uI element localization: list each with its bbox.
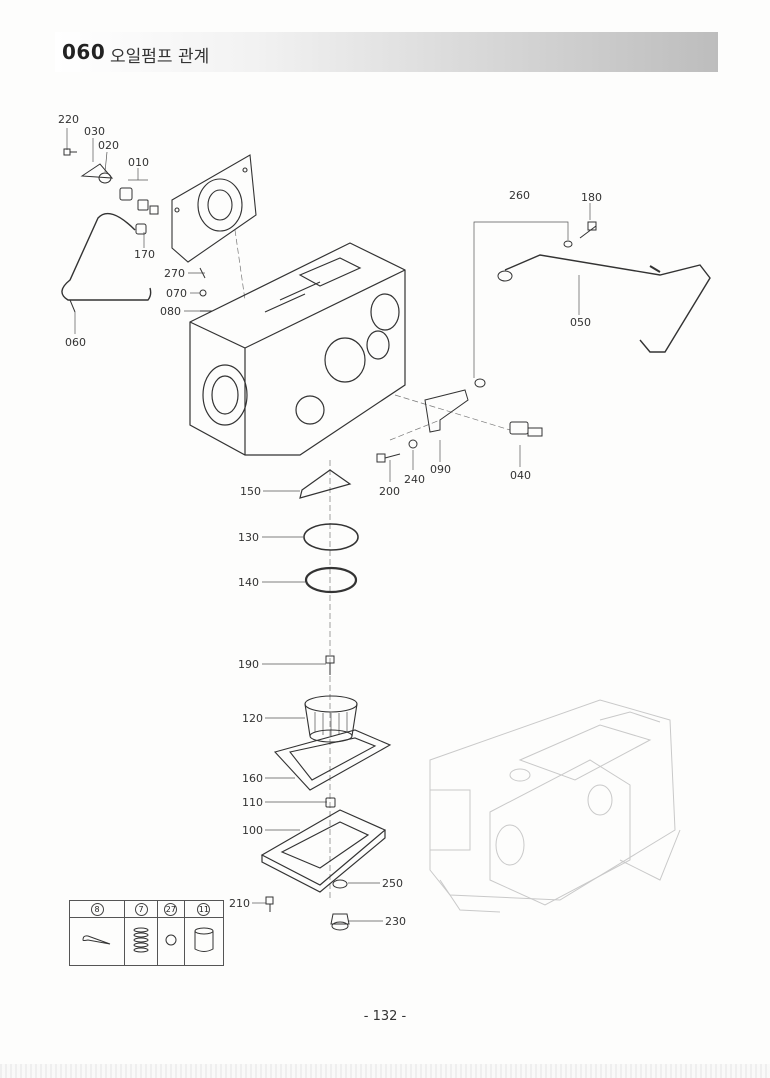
part-label-250: 250 [382,877,403,890]
part-label-120: 120 [242,712,263,725]
part-label-020: 020 [98,139,119,152]
strainer-120 [304,695,358,743]
o-ring-140 [304,566,358,594]
part-label-100: 100 [242,824,263,837]
part-label-090: 090 [430,463,451,476]
gasket-160 [273,729,392,791]
part-label-140: 140 [238,576,259,589]
plug-110 [325,797,336,808]
cover-030 [80,163,114,179]
drain-plug-230 [330,913,350,931]
washer-250 [332,879,348,889]
section-number: 060 [62,40,106,64]
legend-ref: 8 [69,900,125,918]
part-label-050: 050 [570,316,591,329]
scan-artifact-strip [0,1064,770,1078]
nipple-170 [135,223,147,235]
ball-icon [157,917,185,966]
part-label-200: 200 [379,485,400,498]
section-title: 오일펌프 관계 [110,47,210,67]
assembly-axis-lines [234,229,511,900]
spring-icon [124,917,158,966]
engine-overview-faded [429,699,681,913]
cotter-pin-icon [69,917,125,966]
part-label-270: 270 [164,267,185,280]
banjo-fitting [497,270,513,282]
component-legend: 8 7 27 11 [69,900,225,966]
part-label-030: 030 [84,125,105,138]
washer-260 [563,240,573,248]
part-label-260: 260 [509,189,530,202]
o-ring-020 [98,172,112,184]
part-label-150: 150 [240,485,261,498]
washer-240 [408,439,418,449]
fitting-010 [119,187,159,215]
legend-ref: 7 [124,900,158,918]
part-label-210: 210 [229,897,250,910]
bolt-180 [579,221,597,239]
bolt-190 [325,655,335,675]
part-label-040: 040 [510,469,531,482]
oil-pan-100 [260,809,387,893]
front-cover [171,154,257,263]
bolt-210 [265,896,274,912]
legend-ref: 11 [183,900,225,918]
part-label-230: 230 [385,915,406,928]
part-label-070: 070 [166,287,187,300]
leader-lines [66,128,591,922]
small-parts-270-080 [199,267,212,312]
part-label-180: 180 [581,191,602,204]
bracket-090 [424,389,469,433]
bushing-icon [183,917,225,966]
sensor-040 [509,421,543,437]
part-label-010: 010 [128,156,149,169]
part-label-110: 110 [242,796,263,809]
part-label-130: 130 [238,531,259,544]
part-label-220: 220 [58,113,79,126]
pipe-050 [504,254,711,353]
page-number: - 132 - [363,1009,407,1024]
bolt-220 [63,148,77,156]
ring-130 [303,523,359,551]
legend-ref: 27 [157,900,185,918]
part-label-190: 190 [238,658,259,671]
header-bar [55,32,718,72]
clip-150 [299,469,352,499]
crankcase-block [189,242,406,456]
part-label-060: 060 [65,336,86,349]
part-label-170: 170 [134,248,155,261]
bolt-200 [376,453,401,463]
part-label-080: 080 [160,305,181,318]
part-label-160: 160 [242,772,263,785]
pipe-060 [61,212,152,301]
part-label-240: 240 [404,473,425,486]
